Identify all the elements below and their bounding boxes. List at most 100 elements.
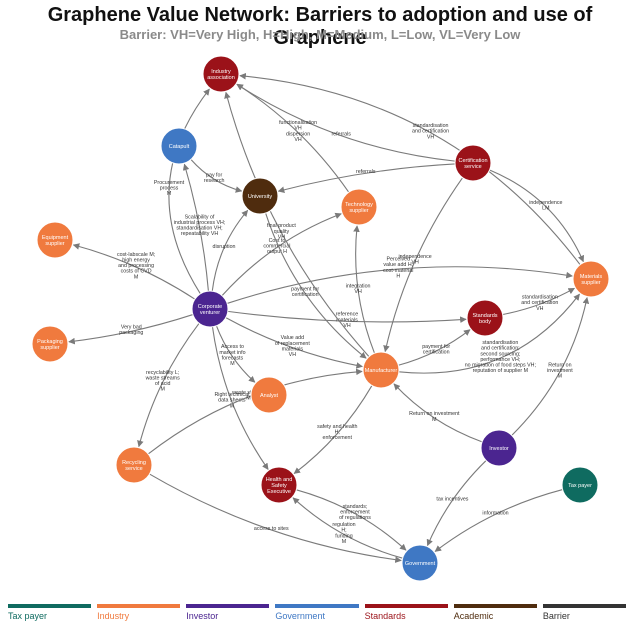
node-manufacturer[interactable]: Manufacturer [362,351,400,389]
node-circle[interactable] [250,376,288,414]
node-university[interactable]: University [241,177,279,215]
node-circle[interactable] [202,55,240,93]
edge-label-line: VH [289,352,297,358]
edge-arrow [239,72,581,266]
edge-arrow [215,325,256,383]
node-circle[interactable] [454,144,492,182]
node-circle[interactable] [466,299,504,337]
edge-label-line: output H [267,249,287,255]
node-investor[interactable]: Investor [480,429,518,467]
edge-label-line: VH [354,289,362,295]
edge-label-line: final product [267,223,296,229]
edge-label-line: VH [411,260,419,266]
node-label: Catapult [169,144,190,150]
edge-corporate-venturer-to-university: disruption [211,209,249,292]
edge-label-line: disruption [213,244,236,250]
edge-arrow [147,368,363,455]
edge-arrow [426,460,487,547]
legend-label: Tax payer [8,611,48,621]
edge-arrow [226,266,573,304]
node-label-line: supplier [581,280,600,286]
edge-label-line: M [167,191,171,197]
node-label-line: Safety [271,483,287,489]
node-label-line: Catapult [169,144,190,150]
edge-label-line: M [230,361,234,367]
edge-label-line: VH [294,126,302,132]
edge-arrow [225,317,363,369]
legend-item-barrier: Barrier [542,604,626,624]
edge-arrow [211,326,269,470]
node-circle[interactable] [31,325,69,363]
legend-label: Standards [364,611,406,621]
edge-label-line: M [230,403,234,409]
node-tax-payer[interactable]: Tax payer [561,466,599,504]
node-label-line: Government [405,561,436,567]
edge-label-line: of acid [155,381,171,387]
edge-label: referrals [331,132,351,138]
legend-item-industry: Industry [97,604,181,624]
edge-arrow [292,497,403,559]
node-circle[interactable] [36,221,74,259]
node-label-line: body [479,319,491,325]
node-circle[interactable] [260,466,298,504]
edge-arrow [182,163,209,292]
node-circle[interactable] [191,290,229,328]
legend-swatch [453,604,537,608]
edge-label-line: reference [336,312,358,318]
node-circle[interactable] [561,466,599,504]
legend-item-standards: Standards [364,604,448,624]
node-circle[interactable] [401,544,439,582]
node-label-line: Investor [489,446,509,452]
edge-arrow [393,383,483,443]
legend-swatch [97,604,181,608]
node-label-line: Corporate [198,304,222,310]
node-circle[interactable] [362,351,400,389]
node-analyst[interactable]: Analyst [250,376,288,414]
edge-label-line: integration [346,284,371,290]
node-catapult[interactable]: Catapult [160,127,198,165]
node-circle[interactable] [480,429,518,467]
node-circle[interactable] [340,188,378,226]
node-government[interactable]: Government [401,544,439,582]
node-circle[interactable] [572,260,610,298]
edge-arrow [434,489,563,552]
edge-label-line: payment for [291,287,319,293]
node-circle[interactable] [160,127,198,165]
edge-arrow [265,212,367,359]
edge-label-line: standardisation [482,340,518,346]
node-circle[interactable] [241,177,279,215]
legend-label: Industry [97,611,130,621]
node-label-line: Equipment [42,235,69,241]
edge-label-line: referrals [331,132,351,138]
edge-label-line: high energy [122,257,150,263]
node-circle[interactable] [115,446,153,484]
node-label-line: Health and [266,477,293,483]
